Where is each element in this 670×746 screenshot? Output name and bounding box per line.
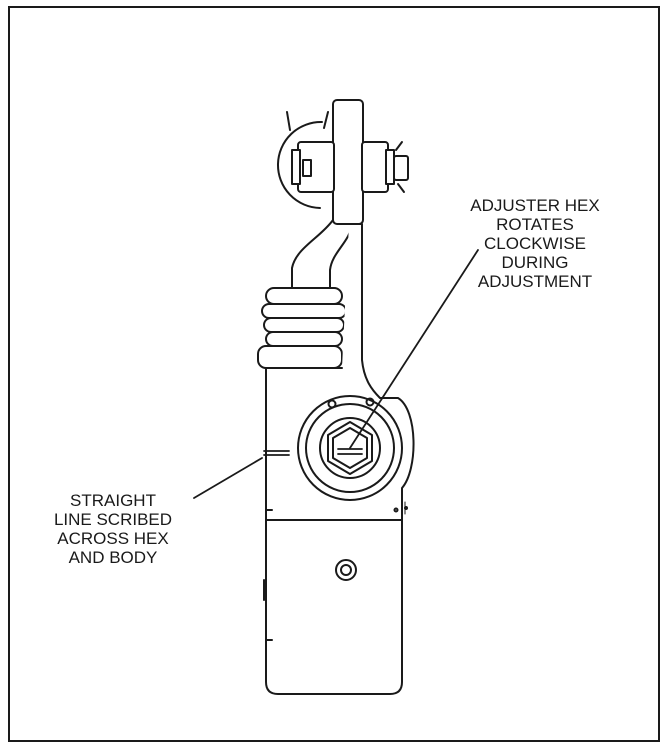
callout-line: ROTATES — [496, 215, 574, 234]
leader-scribe — [193, 457, 263, 499]
callout-line: CLOCKWISE — [483, 234, 587, 253]
clevis-ring — [277, 111, 329, 209]
callout-line: ADJUSTMENT — [477, 272, 593, 291]
callout-line: AND BODY — [68, 548, 158, 567]
callout-line: ADJUSTER HEX — [470, 196, 600, 215]
bellows-boot — [257, 287, 347, 369]
leader-hex — [349, 249, 479, 449]
callout-line: DURING — [501, 253, 569, 272]
grease-fitting — [335, 559, 357, 581]
push-rod-neck — [291, 219, 353, 291]
callout-line: STRAIGHT — [70, 491, 156, 510]
clevis-yoke — [291, 99, 409, 225]
callout-line: LINE SCRIBED — [53, 510, 173, 529]
callout-adjuster-hex: ADJUSTER HEX ROTATES CLOCKWISE DURING AD… — [452, 196, 618, 291]
scribe-marks — [263, 448, 363, 456]
callout-scribed-line: STRAIGHT LINE SCRIBED ACROSS HEX AND BOD… — [20, 491, 206, 567]
callout-line: ACROSS HEX — [57, 529, 169, 548]
leader-lines — [193, 249, 479, 499]
